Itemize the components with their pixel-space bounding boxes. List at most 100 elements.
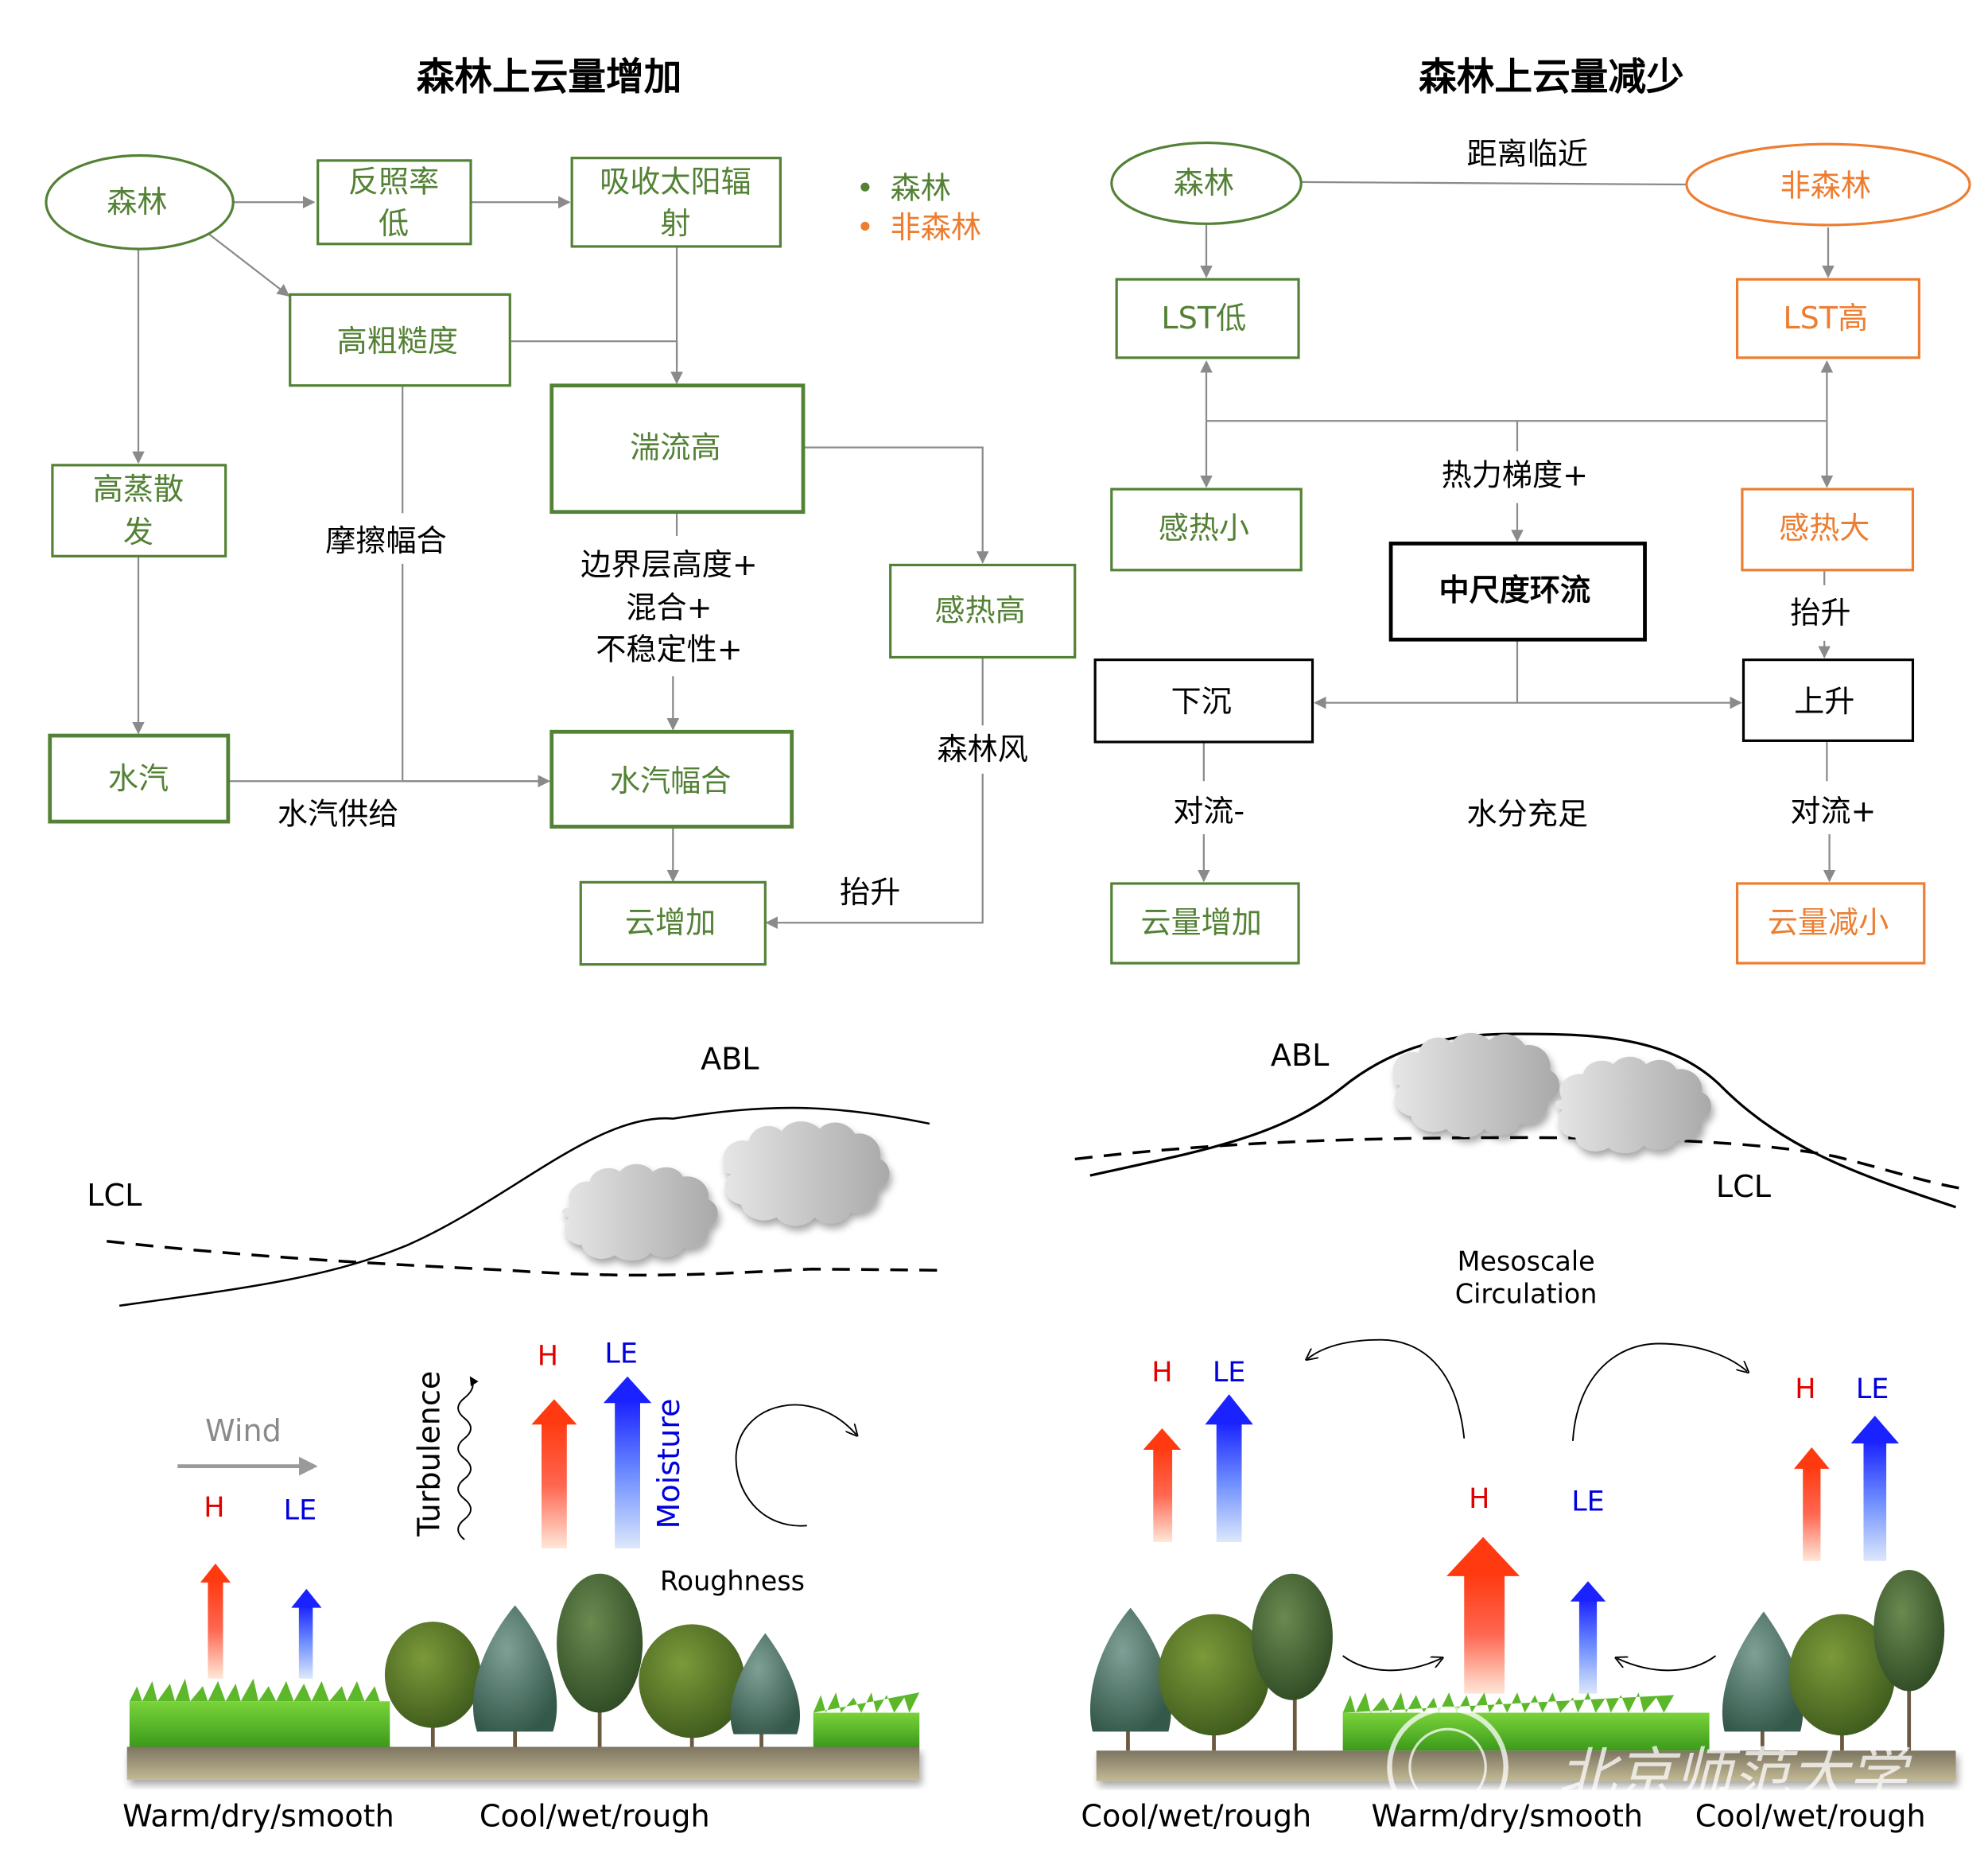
node-cloud-increase: 云增加 <box>579 880 767 966</box>
tree-icon <box>1873 1569 1945 1692</box>
label-circulation: Circulation <box>1455 1279 1598 1310</box>
forest-trees <box>384 1573 801 1747</box>
right-flowchart: 森林上云量减少 森林 非森林 LST低 <box>1093 56 1971 965</box>
label-le-center: LE <box>1571 1486 1605 1517</box>
node-turbulence-label: 湍流高 <box>630 429 720 464</box>
connector-roughness-turbulence <box>511 340 678 367</box>
label-mixing: 混合+ <box>626 590 712 625</box>
circulation-arrow-right-icon <box>1571 1342 1747 1441</box>
tree-icon <box>1788 1614 1896 1736</box>
soil-ground-right <box>1096 1750 1956 1781</box>
label-lift-right: 抬升 <box>1790 596 1850 631</box>
node-sink-label: 下沉 <box>1171 684 1232 719</box>
node-solar-line1: 吸收太阳辐 <box>600 165 751 200</box>
legend-forest-label: 森林 <box>891 171 951 206</box>
node-evapotranspiration: 高蒸散 发 <box>51 464 227 557</box>
label-h-smooth: H <box>204 1492 224 1524</box>
node-vaporconv-label: 水汽幅合 <box>610 763 732 798</box>
node-shsmall-label: 感热小 <box>1159 511 1249 546</box>
label-mesoscale: Mesoscale <box>1458 1245 1595 1276</box>
node-forest-right: 森林 <box>1110 142 1303 225</box>
tree-icon <box>1158 1614 1270 1736</box>
node-evap-line1: 高蒸散 <box>93 472 184 507</box>
node-rise-label: 上升 <box>1794 684 1854 719</box>
node-albedo: 反照率 低 <box>316 159 472 246</box>
watermark-text: 北京师范大学 <box>1558 1742 1913 1809</box>
node-lst-low: LST低 <box>1115 278 1300 359</box>
node-forest-label: 森林 <box>107 185 167 219</box>
inflow-arrow-left-icon <box>1342 1655 1442 1672</box>
latent-heat-arrow-icon <box>1570 1581 1606 1694</box>
tree-icon <box>639 1624 745 1738</box>
node-lst-high-label: LST高 <box>1783 301 1868 336</box>
label-wind: Wind <box>205 1413 282 1448</box>
turbulence-wave-icon <box>457 1376 479 1540</box>
tree-icon <box>1252 1573 1333 1700</box>
right-scene: ABL LCL Mesoscale Circulation H LE H LE <box>1074 1032 1960 1834</box>
label-abl-height: 边界层高度+ <box>580 547 758 582</box>
abl-curve-right <box>1089 1032 1957 1209</box>
node-shlarge-label: 感热大 <box>1779 511 1870 546</box>
node-lst-high: LST高 <box>1735 278 1921 359</box>
label-moisture: Moisture <box>651 1398 686 1529</box>
label-le-smooth: LE <box>284 1494 317 1526</box>
cloud-icon <box>561 1163 718 1261</box>
node-vapor: 水汽 <box>48 733 231 824</box>
cloud-icon <box>1555 1056 1711 1153</box>
node-forest: 森林 <box>45 153 235 251</box>
latent-heat-arrow-icon <box>1850 1416 1899 1561</box>
sensible-heat-arrow-icon <box>1143 1428 1182 1543</box>
label-h-center: H <box>1469 1483 1489 1515</box>
node-nonforest-label: 非森林 <box>1780 168 1871 203</box>
left-scene: ABL LCL Wind H LE Turbulence H LE <box>87 1042 945 1834</box>
label-le-forest-left: LE <box>1213 1357 1246 1389</box>
grass-right <box>813 1692 920 1747</box>
latent-heat-arrow-icon <box>1205 1394 1253 1543</box>
lcl-dashed-right <box>1074 1136 1960 1190</box>
forest-trees-left <box>1089 1573 1333 1751</box>
legend-nonforest-bullet-icon <box>860 221 870 231</box>
forest-trees-right <box>1722 1569 1945 1751</box>
node-forest-right-label: 森林 <box>1174 165 1234 200</box>
legend-nonforest-label: 非森林 <box>891 210 981 245</box>
connector-forest-nonforest <box>1301 181 1688 186</box>
label-instability: 不稳定性+ <box>596 632 742 667</box>
label-warm-dry-smooth-center: Warm/dry/smooth <box>1371 1799 1643 1834</box>
latent-heat-arrow-icon <box>291 1588 322 1679</box>
left-flowchart-title: 森林上云量增加 <box>417 56 682 99</box>
abl-curve-left <box>118 1106 930 1307</box>
sensible-heat-arrow-icon <box>1446 1536 1520 1694</box>
label-abl-right: ABL <box>1271 1038 1330 1073</box>
node-mesoscale-label: 中尺度环流 <box>1439 573 1590 608</box>
latent-heat-arrow-icon <box>603 1376 652 1548</box>
node-cloud-down: 云量减小 <box>1735 882 1926 965</box>
label-lift: 抬升 <box>840 875 900 910</box>
label-cool-wet-rough: Cool/wet/rough <box>480 1799 710 1834</box>
label-convection-plus: 对流+ <box>1790 794 1876 829</box>
soil-ground-left <box>126 1746 920 1780</box>
label-h-forest-right: H <box>1795 1373 1815 1405</box>
right-flowchart-title: 森林上云量减少 <box>1419 56 1684 99</box>
tree-icon <box>472 1605 557 1732</box>
university-seal-icon <box>1387 1706 1508 1828</box>
lcl-dashed-left <box>107 1240 945 1277</box>
label-thermal-gradient: 热力梯度+ <box>1442 457 1588 492</box>
sensible-heat-arrow-icon <box>200 1564 231 1679</box>
node-cloud-label: 云增加 <box>625 905 716 940</box>
label-lcl-left: LCL <box>87 1178 142 1213</box>
label-h-forest-left: H <box>1151 1357 1172 1389</box>
cloud-icon <box>722 1121 890 1226</box>
tree-icon <box>557 1573 643 1713</box>
label-le-forest-right: LE <box>1856 1373 1889 1405</box>
circulation-arrow-left-icon <box>1307 1338 1466 1439</box>
label-friction-convergence: 摩擦幅合 <box>325 523 447 558</box>
label-vapor-supply: 水汽供给 <box>278 796 399 831</box>
node-evap-line2: 发 <box>123 515 153 550</box>
inflow-arrow-right-icon <box>1617 1655 1717 1672</box>
node-albedo-line2: 低 <box>379 206 409 241</box>
node-solar: 吸收太阳辐 射 <box>570 157 782 248</box>
node-vapor-convergence: 水汽幅合 <box>549 729 794 829</box>
connector-forest-roughness <box>204 230 290 297</box>
label-turbulence: Turbulence <box>411 1371 446 1537</box>
